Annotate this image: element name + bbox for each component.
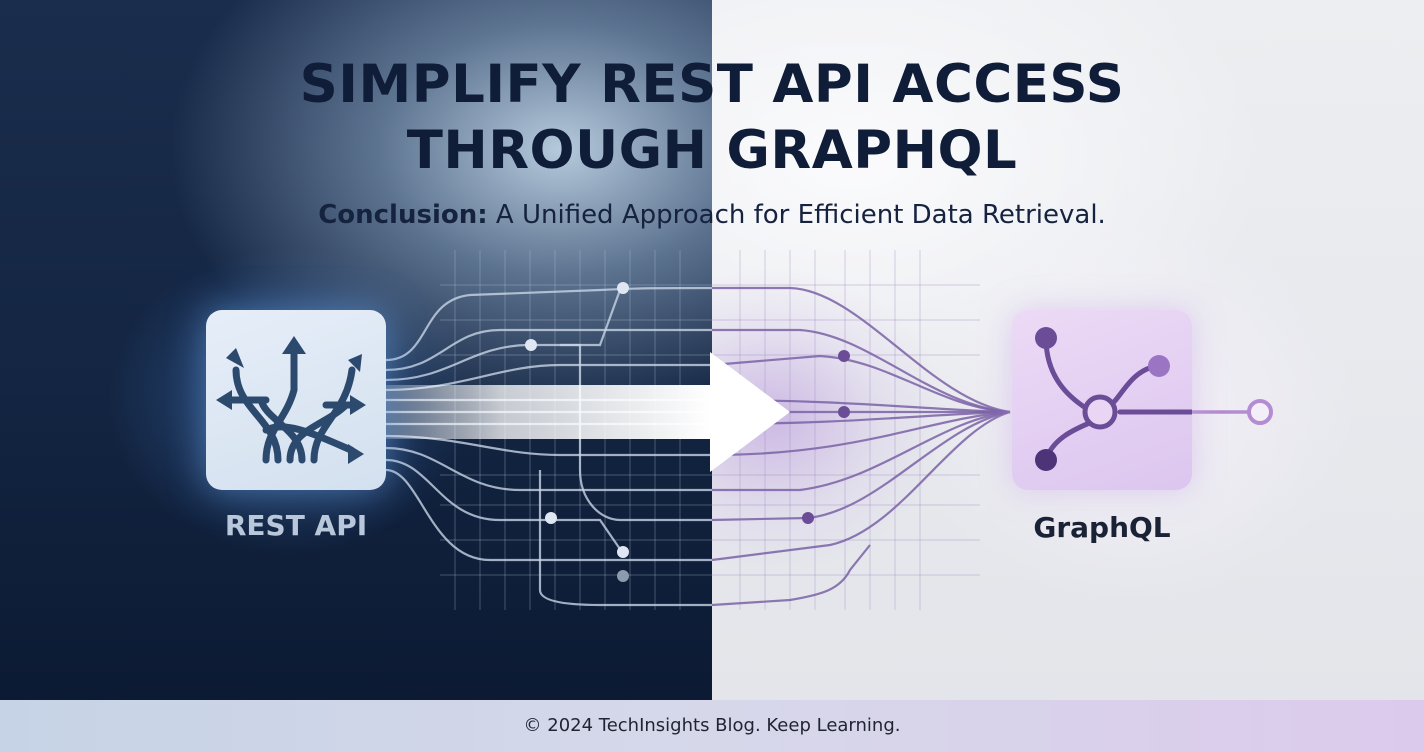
right-grid bbox=[712, 250, 980, 610]
subtitle-bold: Conclusion: bbox=[318, 200, 488, 230]
branching-arrows-icon bbox=[216, 336, 366, 464]
right-flow-lines bbox=[711, 286, 1011, 607]
left-nodes bbox=[525, 282, 629, 582]
page-title: SIMPLIFY REST API ACCESS THROUGH GRAPHQL bbox=[0, 52, 1424, 184]
rest-api-tile bbox=[206, 310, 386, 490]
graphql-output-line bbox=[1192, 399, 1273, 425]
rest-api-label: REST API bbox=[224, 509, 368, 542]
subtitle: Conclusion: A Unified Approach for Effic… bbox=[0, 200, 1424, 230]
title-line-1: SIMPLIFY REST API ACCESS bbox=[299, 54, 1125, 115]
title-line-2: THROUGH GRAPHQL bbox=[406, 120, 1018, 181]
right-nodes bbox=[802, 350, 850, 524]
footer: © 2024 TechInsights Blog. Keep Learning. bbox=[0, 700, 1424, 752]
graphql-tile bbox=[1012, 310, 1192, 490]
left-flow-lines bbox=[385, 286, 713, 607]
right-arrow-icon bbox=[330, 352, 790, 472]
graphql-label: GraphQL bbox=[1033, 511, 1171, 544]
subtitle-text: A Unified Approach for Efficient Data Re… bbox=[487, 200, 1106, 230]
graph-node-icon bbox=[1035, 327, 1192, 471]
